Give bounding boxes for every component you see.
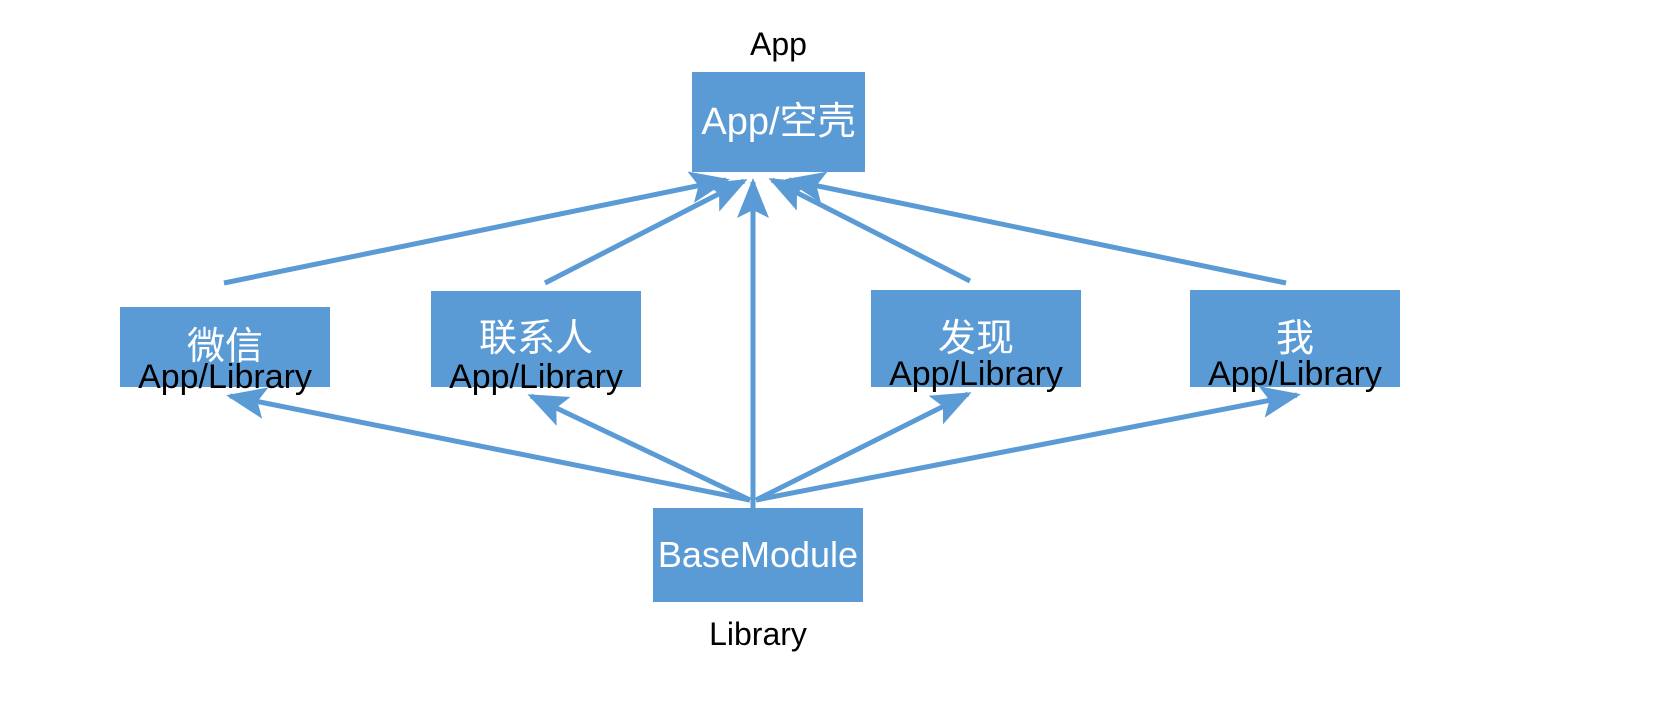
node-module-me[interactable]: 我 xyxy=(1190,290,1400,387)
node-basemodule[interactable]: BaseModule xyxy=(653,508,863,602)
node-module-discover[interactable]: 发现 xyxy=(871,290,1081,387)
node-module-me-type: App/Library xyxy=(1208,355,1382,393)
edge-basemodule-to-me xyxy=(755,386,1301,503)
edge-discover-to-app xyxy=(768,177,972,284)
node-module-contacts-label: 联系人 xyxy=(478,318,593,360)
node-module-wechat-type: App/Library xyxy=(138,358,312,396)
node-module-discover-label: 发现 xyxy=(937,317,1014,360)
edge-basemodule-to-wechat xyxy=(226,387,751,503)
edge-wechat-to-app xyxy=(223,171,730,286)
node-app-shell[interactable]: App/空壳 xyxy=(692,72,865,172)
node-module-contacts[interactable]: 联系人 xyxy=(431,291,641,387)
node-module-contacts-type: App/Library xyxy=(449,358,623,396)
bottom-group-label: Library xyxy=(709,616,807,652)
node-module-discover-type: App/Library xyxy=(889,355,1063,393)
node-module-wechat[interactable]: 微信 xyxy=(120,307,330,387)
edge-contacts-to-app xyxy=(543,178,748,286)
node-app-shell-label: App/空壳 xyxy=(701,101,856,143)
edge-basemodule-to-discover xyxy=(754,391,972,503)
node-module-me-label: 我 xyxy=(1275,317,1314,360)
node-module-wechat-label: 微信 xyxy=(186,326,263,368)
edge-me-to-app xyxy=(785,171,1287,286)
top-group-label: App xyxy=(750,26,807,62)
edge-basemodule-to-contacts xyxy=(527,393,752,503)
node-basemodule-label: BaseModule xyxy=(657,534,859,575)
